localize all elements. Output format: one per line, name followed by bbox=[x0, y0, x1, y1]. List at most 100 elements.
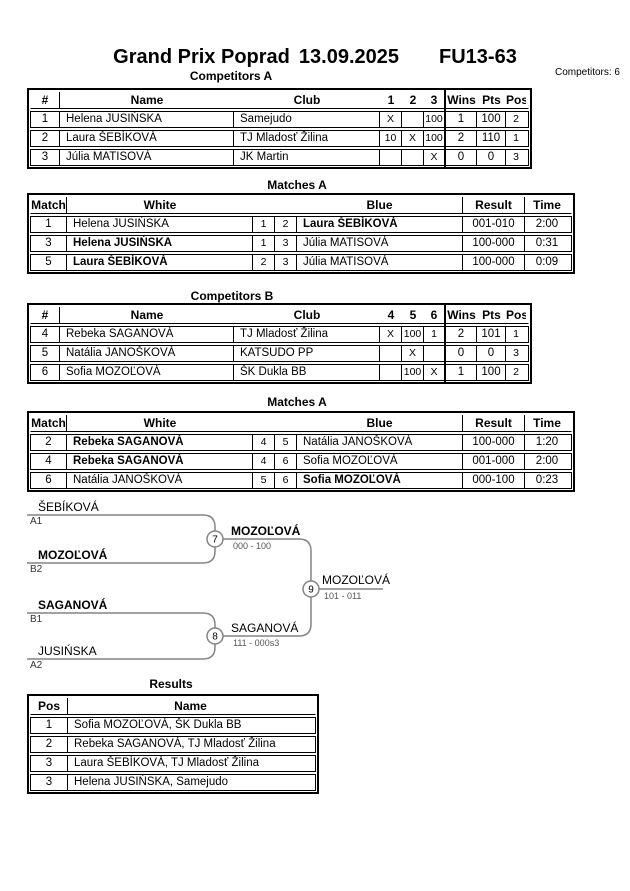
table-cell: KATSUDO PP bbox=[234, 346, 380, 361]
table-cell: Rebeka SAGANOVÁ bbox=[67, 435, 253, 450]
bracket-lines bbox=[27, 514, 383, 660]
table-cell: Laura ŠEBÍKOVÁ bbox=[60, 131, 234, 146]
table-cell: 2 bbox=[513, 366, 519, 378]
column-header: Result bbox=[463, 415, 525, 431]
table-cell: Natália JANOŠKOVÁ bbox=[60, 346, 234, 361]
column-header: Match bbox=[31, 415, 67, 431]
table-cell: Rebeka SAGANOVÁ bbox=[67, 454, 253, 469]
bracket-seed-a1-name: ŠEBÍKOVÁ bbox=[38, 500, 99, 514]
table-cell: 100-000 bbox=[463, 255, 525, 270]
column-header: White bbox=[143, 198, 177, 212]
bracket-seed-b1-name: SAGANOVÁ bbox=[38, 598, 108, 612]
heading-matches-a2: Matches A bbox=[267, 395, 327, 409]
table-cell: 3 bbox=[513, 151, 519, 163]
table-cell: X bbox=[402, 346, 424, 361]
column-header: Name bbox=[174, 699, 207, 713]
column-header: 5 bbox=[409, 308, 417, 322]
table-cell: 3 bbox=[31, 756, 68, 771]
table-cell bbox=[402, 150, 424, 165]
table-cell: Júlia MATISOVÁ bbox=[60, 150, 234, 165]
table-cell bbox=[424, 346, 444, 361]
table-cell: 2 bbox=[253, 255, 275, 270]
column-header: Blue bbox=[297, 415, 463, 431]
table-cell: 5 bbox=[253, 473, 275, 488]
event-date: 13.09.2025 bbox=[298, 46, 399, 68]
table-cell: 5 bbox=[275, 435, 297, 450]
table-cell: 1 bbox=[31, 112, 60, 127]
table-cell: Júlia MATISOVÁ bbox=[297, 255, 463, 270]
match-9-score: 101 - 011 bbox=[324, 591, 362, 601]
table-cell: 2 bbox=[513, 113, 519, 125]
table-header-row: Pos Name bbox=[30, 697, 316, 715]
match-9-node: 9 bbox=[302, 580, 320, 598]
table-cell: 6 bbox=[31, 365, 60, 380]
table-cell: X bbox=[380, 112, 402, 127]
table-cell: 100 bbox=[402, 327, 424, 342]
column-header: Pts bbox=[482, 93, 501, 107]
column-header: Blue bbox=[297, 197, 463, 213]
table-cell: 3 bbox=[275, 255, 297, 270]
table-cell: 4 bbox=[31, 327, 60, 342]
table-cell: TJ Mladosť Žilina bbox=[234, 131, 380, 146]
table-cell: 1 bbox=[446, 365, 477, 380]
table-cell: Natália JANOŠKOVÁ bbox=[67, 473, 253, 488]
bracket-seed-a1-code: A1 bbox=[30, 516, 43, 527]
table-cell: 3 bbox=[275, 236, 297, 251]
column-header: Pts bbox=[482, 308, 501, 322]
column-header: # bbox=[31, 92, 60, 108]
match-8-number: 8 bbox=[212, 632, 218, 643]
table-cell: Laura ŠEBÍKOVÁ bbox=[67, 255, 253, 270]
table-cell: 10 bbox=[380, 131, 402, 146]
column-header: 4 bbox=[387, 308, 395, 322]
table-cell: 000-100 bbox=[463, 473, 525, 488]
table-cell: 1 bbox=[31, 217, 67, 232]
table-cell: 1 bbox=[513, 132, 519, 144]
table-cell: Laura ŠEBÍKOVÁ bbox=[297, 217, 463, 232]
table-cell: 100 bbox=[477, 112, 506, 127]
table-cell: 0 bbox=[477, 346, 506, 361]
column-header bbox=[275, 415, 297, 431]
column-header: Club bbox=[293, 93, 321, 107]
table-cell: TJ Mladosť Žilina bbox=[234, 327, 380, 342]
table-cell: Helena JUSIŃSKA bbox=[67, 236, 253, 251]
bracket-seed-b2-name: MOZOĽOVÁ bbox=[38, 548, 108, 562]
column-header: Name bbox=[130, 308, 164, 322]
table-cell: 2 bbox=[31, 737, 68, 752]
event-category: FU13-63 bbox=[439, 46, 517, 68]
table-cell: 5 bbox=[31, 255, 67, 270]
competitors-count: Competitors: 6 bbox=[554, 67, 620, 78]
bracket-seed-b1-code: B1 bbox=[30, 614, 43, 625]
table-cell: Laura ŠEBÍKOVÁ, TJ Mladosť Žilina bbox=[74, 757, 259, 769]
table-cell: 1 bbox=[431, 328, 437, 340]
column-header: Wins bbox=[447, 93, 476, 107]
table-cell: JK Martin bbox=[234, 150, 380, 165]
table-cell: 001-000 bbox=[463, 454, 525, 469]
column-header: Pos bbox=[31, 698, 68, 714]
table-cell: Helena JUSIŃSKA bbox=[60, 112, 234, 127]
bracket-diagram: 7 8 9 bbox=[27, 514, 383, 660]
table-cell bbox=[380, 365, 402, 380]
table-row: 3 Laura ŠEBÍKOVÁ, TJ Mladosť Žilina bbox=[30, 755, 316, 772]
table-cell: 100 bbox=[477, 365, 506, 380]
table-cell: 6 bbox=[31, 473, 67, 488]
column-header: White bbox=[143, 416, 177, 430]
table-cell: 4 bbox=[31, 454, 67, 469]
column-header: Time bbox=[533, 198, 561, 212]
column-header: # bbox=[31, 307, 60, 323]
table-cell: X bbox=[402, 131, 424, 146]
heading-results: Results bbox=[149, 677, 193, 691]
